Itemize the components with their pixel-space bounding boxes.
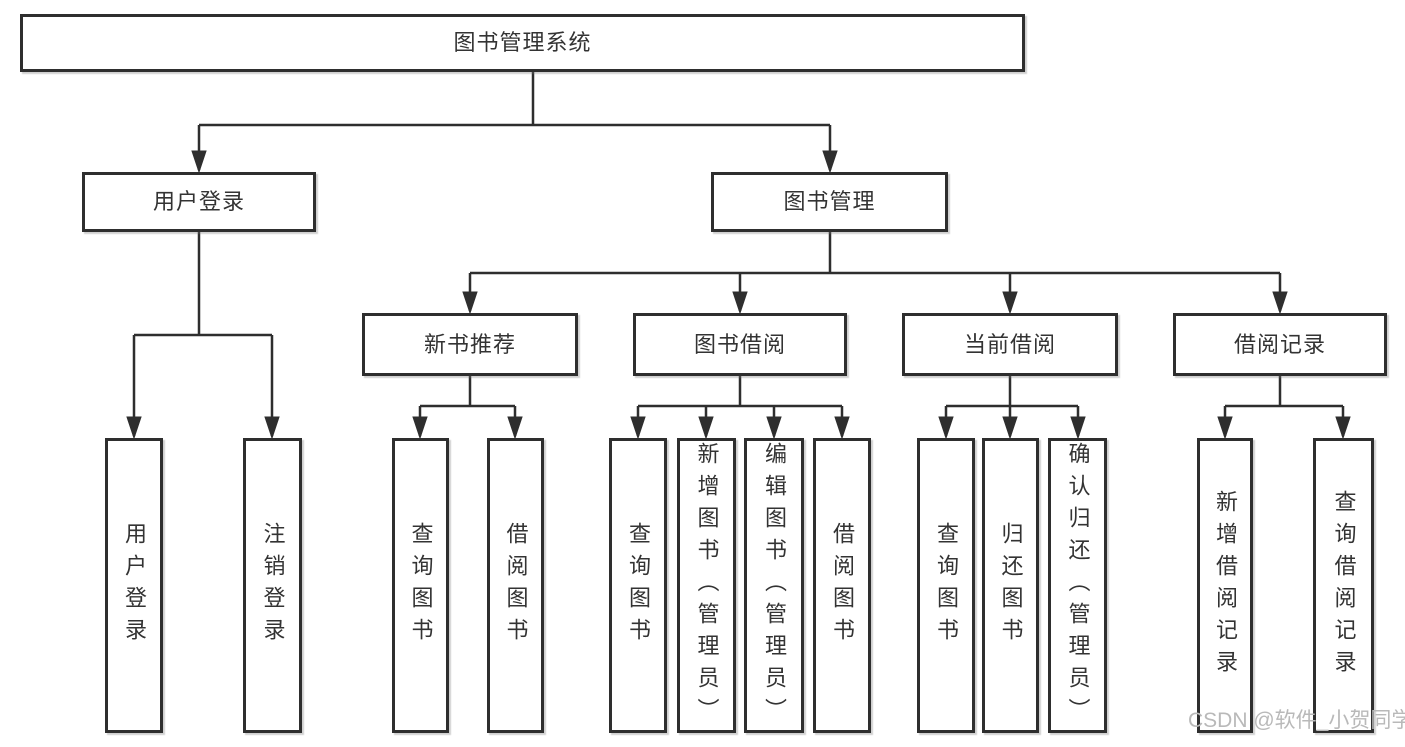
node-label: 新增图书（管理员） (694, 441, 720, 730)
wire-new-book-children (412, 376, 523, 440)
node-user-login: 用户登录 (105, 438, 163, 733)
node-label: 注销登录 (260, 521, 286, 650)
node-label: 新增借阅记录 (1213, 489, 1238, 682)
node-label: 确认归还（管理员） (1065, 441, 1091, 730)
node-label: 查询图书 (626, 521, 651, 650)
node-label: 图书借阅 (693, 331, 786, 357)
node-return-book: 归还图书 (982, 438, 1039, 733)
node-logout: 注销登录 (243, 438, 302, 733)
node-label: 图书管理 (783, 189, 876, 214)
wire-user-login-children (126, 232, 280, 440)
wire-book-borrow-children (630, 376, 850, 440)
node-borrow-records: 借阅记录 (1173, 313, 1387, 376)
node-new-book-recommend: 新书推荐 (362, 313, 578, 376)
node-add-borrow-record: 新增借阅记录 (1197, 438, 1253, 733)
node-borrow-books-recommend: 借阅图书 (487, 438, 544, 733)
node-label: 归还图书 (998, 521, 1024, 650)
wire-current-borrow-children (938, 376, 1086, 440)
node-label: 编辑图书（管理员） (762, 441, 787, 730)
node-label: 查询图书 (934, 521, 959, 650)
node-confirm-return-admin: 确认归还（管理员） (1048, 438, 1107, 733)
wire-root-to-level2 (191, 72, 838, 174)
node-query-borrow-record: 查询借阅记录 (1313, 438, 1374, 733)
node-edit-book-admin: 编辑图书（管理员） (744, 438, 804, 733)
node-label: 用户登录 (152, 189, 245, 214)
node-borrow-book: 借阅图书 (813, 438, 871, 733)
node-query-books-current: 查询图书 (917, 438, 975, 733)
watermark-text: CSDN @软件_小贺同学 (1188, 709, 1405, 732)
node-user-login-branch: 用户登录 (82, 172, 316, 232)
node-label: 查询借阅记录 (1331, 489, 1357, 682)
node-book-borrow: 图书借阅 (633, 313, 847, 376)
node-current-borrow: 当前借阅 (902, 313, 1118, 376)
wire-borrow-record-children (1217, 376, 1351, 440)
node-add-book-admin: 新增图书（管理员） (677, 438, 736, 733)
node-label: 借阅图书 (830, 521, 855, 650)
wire-book-management-groups (462, 232, 1288, 315)
node-query-books-recommend: 查询图书 (392, 438, 449, 733)
node-book-management-branch: 图书管理 (711, 172, 948, 232)
node-label: 新书推荐 (423, 331, 516, 357)
node-query-books-borrow: 查询图书 (609, 438, 667, 733)
node-label: 当前借阅 (963, 331, 1056, 357)
node-label: 查询图书 (408, 521, 434, 650)
node-label: 图书管理系统 (453, 30, 592, 55)
node-label: 借阅图书 (503, 521, 529, 650)
node-label: 借阅记录 (1233, 331, 1326, 357)
node-label: 用户登录 (122, 521, 147, 650)
node-root-system: 图书管理系统 (20, 14, 1025, 72)
